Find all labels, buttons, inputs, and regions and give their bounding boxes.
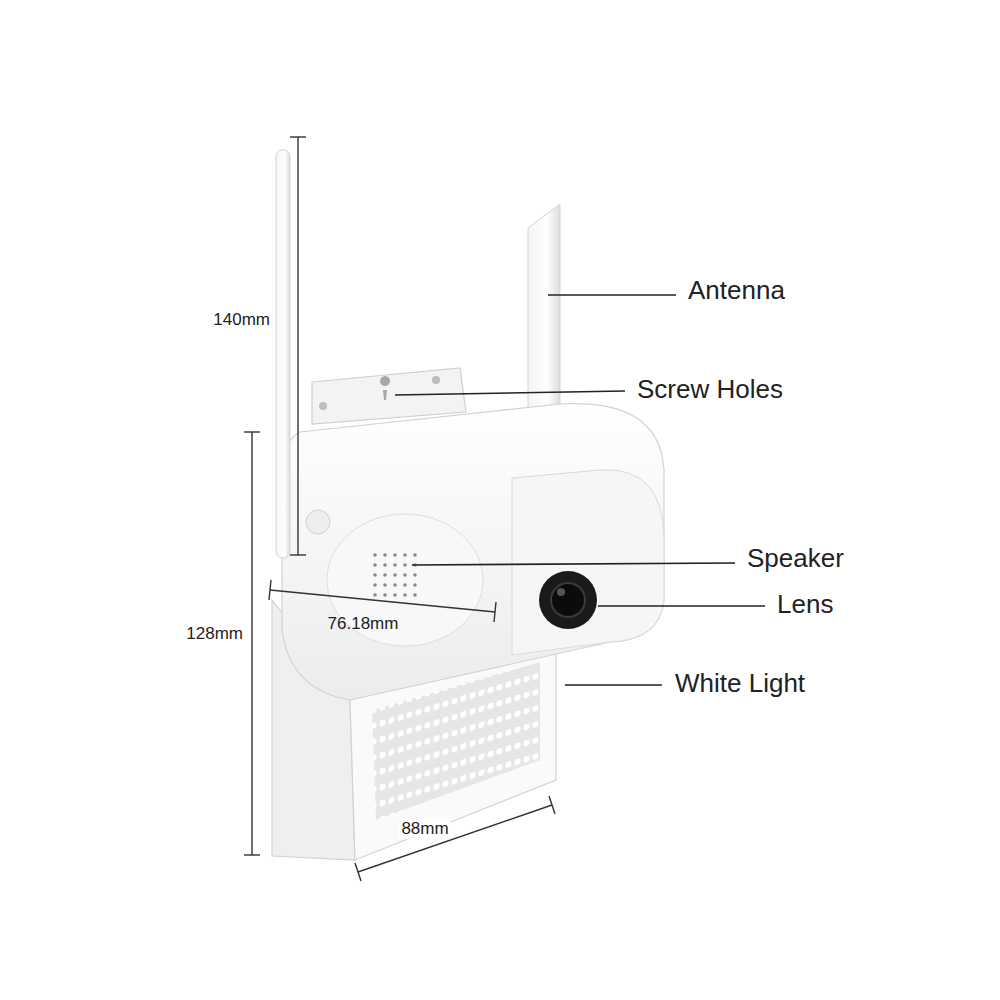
dimension-tick	[549, 796, 555, 814]
part-label: Antenna	[686, 275, 787, 306]
dimension-line	[251, 432, 252, 855]
part-label: White Light	[673, 668, 807, 699]
keyhole	[380, 376, 390, 400]
leader-line	[565, 684, 662, 686]
dimension-line	[270, 590, 495, 612]
dimension-label: 128mm	[184, 624, 245, 644]
mount-plate	[312, 368, 466, 424]
dimension-label: 88mm	[399, 819, 450, 839]
antenna	[528, 204, 560, 430]
lens-glint	[557, 588, 565, 596]
dimension-tick	[290, 136, 306, 137]
dimension-tick	[290, 554, 306, 555]
leader-line	[598, 605, 765, 607]
housing	[282, 404, 664, 700]
screw-hole	[432, 376, 440, 384]
dimension-label: 76.18mm	[326, 614, 401, 634]
lens-housing	[512, 470, 664, 655]
leader-line	[412, 563, 735, 565]
antenna	[276, 150, 290, 558]
dimension-tick	[355, 863, 361, 881]
dimension-tick	[494, 602, 496, 622]
part-label: Speaker	[745, 543, 846, 574]
leader-line	[395, 391, 625, 395]
antenna-joint	[306, 510, 330, 534]
dimension-line	[358, 805, 552, 872]
part-label: Screw Holes	[635, 374, 785, 405]
screw-hole	[319, 402, 327, 410]
dimension-line	[297, 137, 298, 555]
dimension-tick	[244, 431, 260, 432]
part-label: Lens	[775, 589, 835, 620]
dimension-label: 140mm	[211, 310, 272, 330]
speaker-grille	[370, 550, 422, 598]
dimension-tick	[244, 854, 260, 855]
lens	[539, 571, 597, 629]
leader-line	[548, 294, 676, 296]
dimension-tick	[269, 580, 271, 600]
lens-glass	[551, 583, 585, 617]
